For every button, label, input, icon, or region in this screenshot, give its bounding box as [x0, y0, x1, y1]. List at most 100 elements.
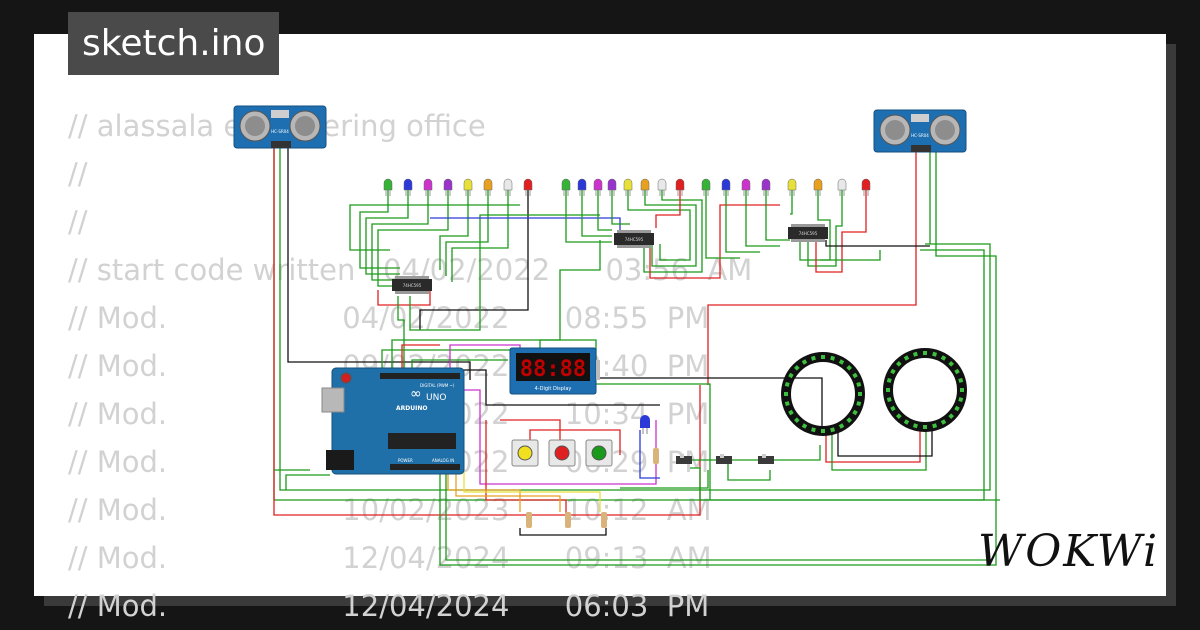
- file-tab[interactable]: sketch.ino: [68, 12, 280, 75]
- ring-pixel: [821, 429, 825, 433]
- ring-pixel: [948, 413, 954, 419]
- wokwi-logo: WOKWi: [978, 526, 1160, 577]
- board-brand: ARDUINO: [396, 405, 427, 412]
- push-button-green[interactable]: [585, 439, 613, 467]
- ring-pixel: [801, 359, 808, 365]
- code-line: // Mod. 04/02/2022 08:55 PM: [68, 301, 710, 335]
- ring-pixel: [958, 377, 964, 383]
- ring-pixel: [846, 417, 852, 423]
- led-blue[interactable]: [640, 415, 650, 434]
- led[interactable]: [423, 178, 433, 196]
- ring-pixel: [830, 355, 836, 361]
- ring-pixel: [788, 409, 794, 416]
- led[interactable]: [813, 178, 823, 196]
- ring-pixel: [846, 365, 852, 371]
- chip-label: 74HC595: [799, 231, 818, 236]
- ring-pixel: [923, 425, 927, 429]
- code-line: //: [68, 157, 88, 191]
- led-row: [383, 178, 871, 196]
- arduino-uno-board[interactable]: ∞ ARDUINO UNO DIGITAL (PWM ~) POWER ANAL…: [321, 367, 465, 475]
- ring-pixel: [784, 381, 790, 387]
- code-line: // Mod. 12/04/2024 09:13 AM: [68, 541, 712, 575]
- board-model: UNO: [426, 393, 446, 403]
- led[interactable]: [657, 178, 667, 196]
- slide-switches[interactable]: [676, 454, 774, 464]
- ring-pixel: [886, 397, 892, 403]
- ring-pixel: [821, 355, 825, 359]
- led[interactable]: [861, 178, 871, 196]
- shift-register-1[interactable]: 74HC595: [392, 276, 432, 294]
- display-digits: 88:88: [520, 357, 586, 382]
- code-line: // start code written 04/02/2022 03:56 A…: [68, 253, 753, 287]
- ring-pixel: [948, 361, 954, 367]
- ring-pixel: [903, 355, 910, 361]
- ring-pixel: [810, 355, 816, 361]
- ring-pixel: [784, 392, 788, 396]
- ring-pixel: [856, 381, 862, 387]
- led[interactable]: [403, 178, 413, 196]
- ring-pixel: [852, 409, 858, 416]
- wires: [273, 148, 1000, 566]
- code-line: // Mod. 12/04/2024 06:03 PM: [68, 589, 710, 623]
- led[interactable]: [837, 178, 847, 196]
- ring-pixel: [958, 397, 964, 403]
- neopixel-ring-right[interactable]: [883, 348, 967, 432]
- ring-pixel: [940, 419, 947, 425]
- led[interactable]: [761, 178, 771, 196]
- ring-pixel: [932, 423, 938, 429]
- ring-pixel: [932, 351, 938, 357]
- led[interactable]: [503, 178, 513, 196]
- led[interactable]: [561, 178, 571, 196]
- ring-pixel: [912, 423, 918, 429]
- display-caption: 4-Digit Display: [535, 386, 572, 392]
- led[interactable]: [741, 178, 751, 196]
- shift-register-2[interactable]: 74HC595: [614, 230, 654, 248]
- ring-pixel: [784, 401, 790, 407]
- led[interactable]: [607, 178, 617, 196]
- led[interactable]: [577, 178, 587, 196]
- push-button-red[interactable]: [548, 439, 576, 467]
- ring-pixel: [830, 427, 836, 433]
- ultrasonic-sensor-left[interactable]: HC-SR04: [233, 105, 327, 149]
- led[interactable]: [701, 178, 711, 196]
- ring-pixel: [852, 372, 858, 379]
- seven-segment-display[interactable]: 88:88 4-Digit Display: [509, 347, 600, 395]
- led[interactable]: [623, 178, 633, 196]
- ring-pixel: [896, 361, 902, 367]
- ring-pixel: [923, 351, 927, 355]
- shift-register-3[interactable]: 74HC595: [788, 224, 828, 242]
- ring-pixel: [794, 365, 800, 371]
- ring-pixel: [838, 423, 845, 429]
- ring-pixel: [788, 372, 794, 379]
- board-analog-label: ANALOG IN: [432, 458, 454, 463]
- board-power-label: POWER: [398, 458, 413, 463]
- infinity-logo-icon: ∞: [410, 386, 422, 402]
- push-button-yellow[interactable]: [511, 439, 539, 467]
- board-digital-label: DIGITAL (PWM ~): [420, 383, 455, 388]
- ring-pixel: [801, 423, 808, 429]
- led[interactable]: [721, 178, 731, 196]
- ring-pixel: [856, 401, 862, 407]
- resistors: [526, 448, 659, 528]
- led[interactable]: [443, 178, 453, 196]
- led[interactable]: [383, 178, 393, 196]
- led[interactable]: [787, 178, 797, 196]
- neopixel-ring-left[interactable]: [781, 352, 865, 436]
- ring-pixel: [940, 355, 947, 361]
- code-line: //: [68, 205, 88, 239]
- led[interactable]: [483, 178, 493, 196]
- sensor-label: HC-SR04: [271, 129, 289, 134]
- chip-label: 74HC595: [403, 283, 422, 288]
- led[interactable]: [523, 178, 533, 196]
- ring-pixel: [794, 417, 800, 423]
- ring-pixel: [886, 377, 892, 383]
- led[interactable]: [593, 178, 603, 196]
- code-line: // Mod. 10/02/2023 10:12 AM: [68, 493, 712, 527]
- led[interactable]: [675, 178, 685, 196]
- led[interactable]: [463, 178, 473, 196]
- ultrasonic-sensor-right[interactable]: HC-SR04: [873, 109, 967, 153]
- led[interactable]: [640, 178, 650, 196]
- ring-pixel: [896, 413, 902, 419]
- ring-pixel: [954, 405, 960, 412]
